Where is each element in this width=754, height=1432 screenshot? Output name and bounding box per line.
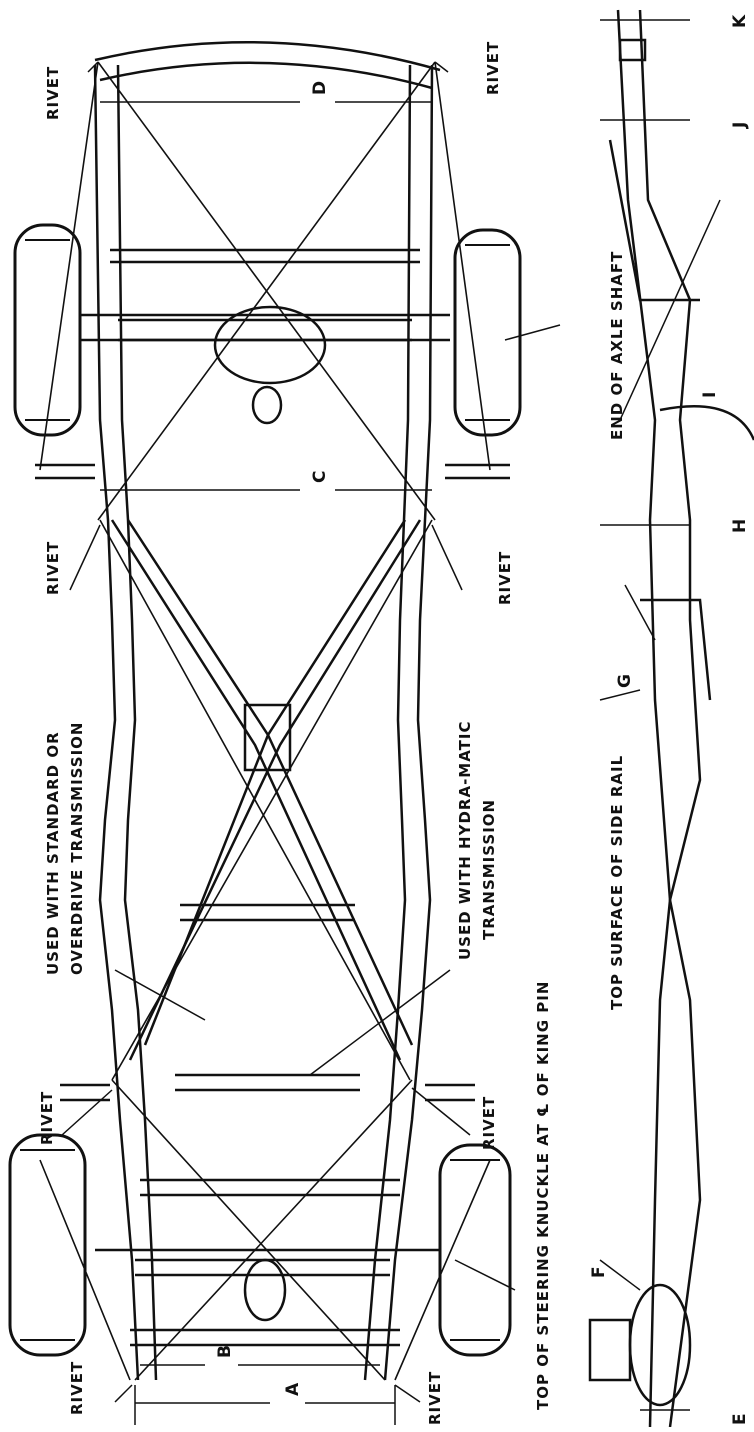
- steering-knuckle-label: TOP OF STEERING KNUCKLE AT ℄ OF KING PIN: [534, 981, 552, 1410]
- standard-overdrive-label-line1: USED WITH STANDARD OR: [44, 731, 62, 975]
- side-view-frame: [588, 9, 754, 1428]
- callout-labels: RIVET RIVET RIVET RIVET RIVET RIVET RIVE…: [38, 41, 626, 1425]
- rear-left-wheel: [13, 223, 82, 437]
- left-side-rail: [93, 64, 140, 1381]
- dim-F-line: [599, 1259, 641, 1291]
- front-crossmember-center: [243, 1258, 287, 1322]
- diagonal-measurement-lines: [39, 61, 491, 1381]
- rivet-label: RIVET: [426, 1371, 444, 1425]
- rivet-label: RIVET: [38, 1091, 56, 1145]
- dim-C-letter: C: [310, 471, 330, 483]
- axle-shaft-label: END OF AXLE SHAFT: [608, 251, 626, 440]
- x-member: [110, 519, 402, 1061]
- side-rail-top-line: [616, 9, 672, 1428]
- dim-I-letter: I: [700, 392, 720, 398]
- rivet-label: RIVET: [484, 41, 502, 95]
- dim-J-letter: J: [730, 122, 750, 129]
- differential: [213, 305, 327, 385]
- rear-right-wheel: [453, 228, 522, 437]
- rear-axle-housing: [75, 313, 450, 342]
- x-member-center-plate: [243, 703, 292, 772]
- dim-E-letter: E: [730, 1413, 750, 1425]
- hydramatic-label-line1: USED WITH HYDRA-MATIC: [456, 721, 474, 960]
- dim-A-letter: A: [283, 1382, 303, 1396]
- rivet-label: RIVET: [68, 1361, 86, 1415]
- front-left-wheel: [8, 1133, 87, 1357]
- rivet-label: RIVET: [44, 541, 62, 595]
- dimension-letters: D C B A E F G H I J K: [215, 14, 750, 1425]
- rivet-label: RIVET: [480, 1096, 498, 1150]
- leader-lines: [61, 61, 561, 1403]
- hydramatic-label-line2: TRANSMISSION: [480, 799, 498, 940]
- front-right-wheel: [438, 1143, 512, 1357]
- side-rail-bottom-line: [638, 9, 702, 1428]
- dim-H-letter: H: [730, 519, 750, 533]
- rivet-label: RIVET: [44, 66, 62, 120]
- cross-member: [110, 248, 420, 264]
- dim-G-line: [599, 689, 641, 701]
- top-view-frame: [35, 41, 510, 1381]
- dimension-lines: [100, 101, 432, 1425]
- dim-D-letter: D: [310, 81, 330, 95]
- rear-cross-member: [94, 41, 441, 72]
- side-view-dimensions: [599, 19, 721, 1411]
- dim-B-letter: B: [215, 1345, 235, 1358]
- wheels: [8, 223, 522, 1357]
- standard-overdrive-label-line2: OVERDRIVE TRANSMISSION: [68, 722, 86, 976]
- top-surface-label: TOP SURFACE OF SIDE RAIL: [608, 755, 626, 1010]
- rivet-label: RIVET: [496, 551, 514, 605]
- dim-F-letter: F: [589, 1266, 609, 1278]
- dim-G-letter: G: [615, 674, 635, 688]
- dim-I-line: [619, 199, 721, 421]
- right-side-rail: [383, 64, 434, 1381]
- dim-K-letter: K: [730, 14, 750, 28]
- axle-shaft-arc: [659, 405, 754, 441]
